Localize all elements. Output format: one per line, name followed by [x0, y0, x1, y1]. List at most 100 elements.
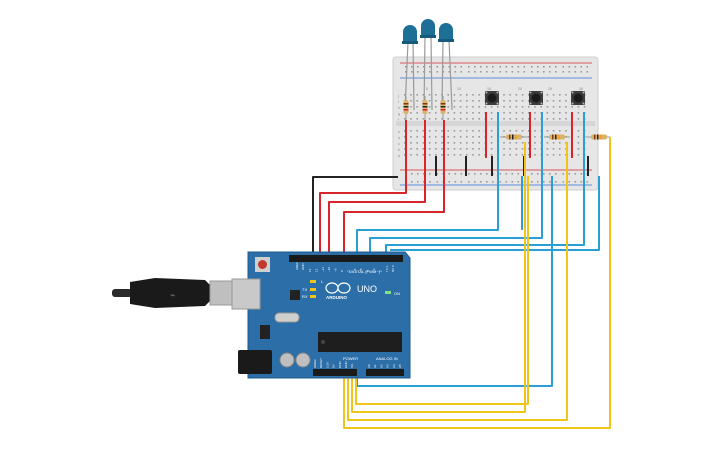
breadboard-hole[interactable]	[509, 130, 511, 132]
breadboard-hole[interactable]	[410, 148, 412, 150]
breadboard-hole[interactable]	[505, 181, 508, 183]
breadboard-hole[interactable]	[435, 148, 437, 150]
breadboard-hole[interactable]	[521, 118, 524, 120]
wire-5v-4[interactable]	[355, 176, 529, 405]
breadboard-hole[interactable]	[478, 136, 480, 138]
breadboard-hole[interactable]	[559, 112, 561, 114]
breadboard-hole[interactable]	[436, 181, 439, 183]
breadboard-hole[interactable]	[428, 106, 431, 108]
breadboard-hole[interactable]	[492, 66, 494, 68]
breadboard-hole[interactable]	[515, 154, 518, 156]
breadboard-hole[interactable]	[468, 173, 470, 175]
breadboard-hole[interactable]	[531, 173, 533, 175]
breadboard-hole[interactable]	[459, 154, 462, 156]
breadboard-hole[interactable]	[583, 106, 586, 108]
breadboard-hole[interactable]	[441, 118, 443, 120]
breadboard-hole[interactable]	[410, 118, 412, 120]
breadboard-hole[interactable]	[447, 112, 449, 114]
breadboard-hole[interactable]	[528, 100, 530, 102]
breadboard-hole[interactable]	[543, 173, 545, 175]
breadboard-hole[interactable]	[454, 66, 457, 68]
breadboard-hole[interactable]	[546, 154, 549, 156]
breadboard-hole[interactable]	[417, 71, 419, 73]
breadboard-hole[interactable]	[577, 154, 580, 156]
breadboard-hole[interactable]	[453, 142, 456, 144]
breadboard-hole[interactable]	[460, 71, 463, 73]
breadboard-hole[interactable]	[478, 130, 480, 132]
breadboard-hole[interactable]	[537, 181, 539, 183]
breadboard-hole[interactable]	[546, 118, 549, 120]
breadboard-hole[interactable]	[436, 66, 439, 68]
breadboard-hole[interactable]	[428, 130, 431, 132]
breadboard-hole[interactable]	[499, 173, 502, 175]
breadboard-hole[interactable]	[429, 181, 431, 183]
breadboard-hole[interactable]	[447, 106, 449, 108]
breadboard-hole[interactable]	[472, 148, 474, 150]
breadboard-hole[interactable]	[441, 154, 443, 156]
breadboard-hole[interactable]	[417, 173, 419, 175]
resistor-led-3[interactable]	[440, 96, 446, 120]
breadboard-hole[interactable]	[441, 130, 443, 132]
breadboard-hole[interactable]	[472, 106, 474, 108]
push-buttons[interactable]	[485, 91, 585, 105]
wire-gnd[interactable]	[312, 176, 398, 257]
breadboard-hole[interactable]	[549, 66, 551, 68]
breadboard-hole[interactable]	[509, 100, 511, 102]
breadboard-hole[interactable]	[515, 94, 518, 96]
breadboard-hole[interactable]	[531, 66, 533, 68]
breadboard-hole[interactable]	[511, 181, 514, 183]
breadboard-hole[interactable]	[422, 142, 425, 144]
breadboard-hole[interactable]	[447, 136, 449, 138]
breadboard-hole[interactable]	[405, 66, 407, 68]
breadboard-hole[interactable]	[416, 142, 418, 144]
breadboard-hole[interactable]	[559, 130, 561, 132]
breadboard-hole[interactable]	[586, 181, 589, 183]
breadboard-hole[interactable]	[428, 94, 431, 96]
breadboard-hole[interactable]	[428, 100, 431, 102]
breadboard-hole[interactable]	[549, 71, 551, 73]
breadboard-hole[interactable]	[555, 173, 557, 175]
breadboard-hole[interactable]	[490, 106, 493, 108]
breadboard-hole[interactable]	[480, 173, 482, 175]
breadboard-hole[interactable]	[565, 118, 567, 120]
breadboard-hole[interactable]	[459, 118, 462, 120]
breadboard-hole[interactable]	[490, 154, 493, 156]
breadboard-hole[interactable]	[546, 148, 549, 150]
breadboard-hole[interactable]	[480, 71, 482, 73]
breadboard-hole[interactable]	[505, 173, 508, 175]
breadboard-hole[interactable]	[574, 181, 577, 183]
breadboard-hole[interactable]	[472, 136, 474, 138]
breadboard-hole[interactable]	[441, 136, 443, 138]
breadboard-hole[interactable]	[404, 118, 406, 120]
breadboard-hole[interactable]	[577, 106, 580, 108]
breadboard-hole[interactable]	[509, 154, 511, 156]
led-group[interactable]	[402, 19, 454, 111]
breadboard-hole[interactable]	[428, 136, 431, 138]
breadboard-hole[interactable]	[546, 130, 549, 132]
digital-header[interactable]	[289, 255, 403, 262]
breadboard-hole[interactable]	[410, 154, 412, 156]
breadboard-hole[interactable]	[546, 112, 549, 114]
breadboard-hole[interactable]	[459, 148, 462, 150]
breadboard-hole[interactable]	[416, 148, 418, 150]
breadboard-hole[interactable]	[534, 130, 536, 132]
breadboard-hole[interactable]	[537, 66, 539, 68]
breadboard-hole[interactable]	[492, 71, 494, 73]
breadboard-hole[interactable]	[474, 66, 476, 68]
breadboard-hole[interactable]	[521, 142, 524, 144]
breadboard-hole[interactable]	[474, 71, 476, 73]
breadboard-hole[interactable]	[460, 173, 463, 175]
breadboard-hole[interactable]	[428, 142, 431, 144]
breadboard-hole[interactable]	[466, 154, 468, 156]
breadboard-hole[interactable]	[505, 71, 508, 73]
breadboard-hole[interactable]	[523, 71, 526, 73]
breadboard-hole[interactable]	[422, 118, 425, 120]
breadboard-hole[interactable]	[555, 71, 557, 73]
breadboard-hole[interactable]	[577, 136, 580, 138]
breadboard-hole[interactable]	[546, 106, 549, 108]
breadboard-hole[interactable]	[580, 71, 583, 73]
breadboard-hole[interactable]	[453, 136, 456, 138]
breadboard-hole[interactable]	[404, 148, 406, 150]
breadboard-hole[interactable]	[454, 173, 457, 175]
breadboard-hole[interactable]	[478, 142, 480, 144]
